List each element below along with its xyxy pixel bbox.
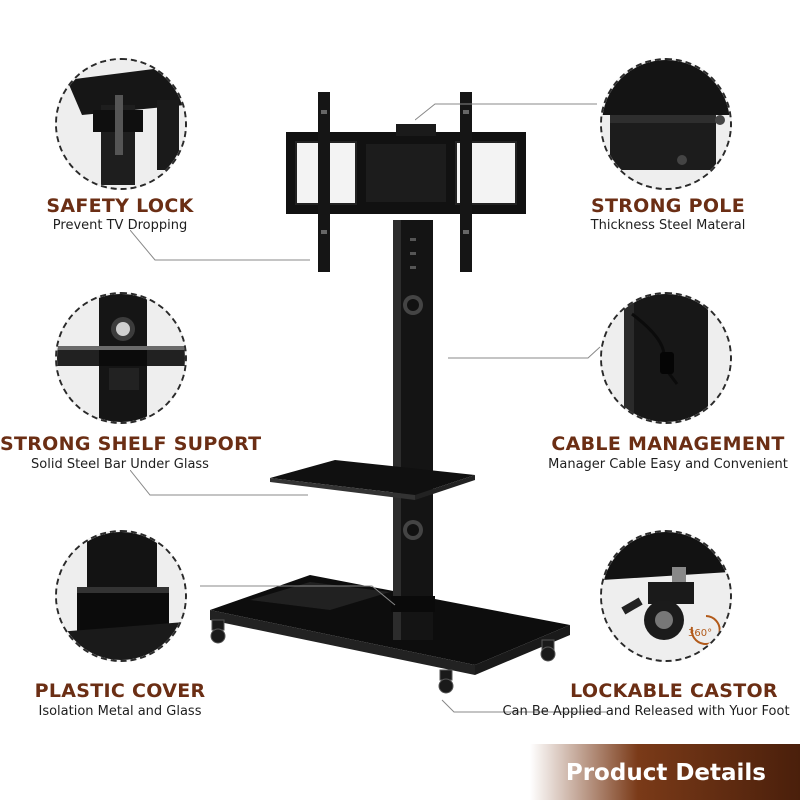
shelf-support-closeup bbox=[55, 292, 187, 424]
safety-lock-subtitle: Prevent TV Dropping bbox=[52, 218, 188, 233]
safety-lock-closeup bbox=[55, 58, 187, 190]
castor-closeup: 360° bbox=[600, 530, 732, 662]
rotation-360-badge: 360° bbox=[688, 628, 712, 639]
shelf-support-subtitle: Solid Steel Bar Under Glass bbox=[31, 457, 209, 472]
plastic-cover-subtitle: Isolation Metal and Glass bbox=[38, 704, 202, 719]
product-details-label: Product Details bbox=[565, 760, 766, 786]
lockable-castor-subtitle: Can Be Applied and Released with Yuor Fo… bbox=[502, 704, 790, 719]
leader-line-lockable-castor bbox=[441, 699, 608, 713]
cable-management-title: CABLE MANAGEMENT bbox=[551, 433, 785, 455]
plastic-cover-title: PLASTIC COVER bbox=[34, 680, 206, 702]
shelf-support-title: STRONG SHELF SUPORT bbox=[0, 433, 262, 455]
safety-lock-title: SAFETY LOCK bbox=[46, 195, 194, 217]
strong-pole-subtitle: Thickness Steel Materal bbox=[590, 218, 746, 233]
leader-line-shelf-support bbox=[130, 470, 308, 496]
strong-pole-title: STRONG POLE bbox=[590, 195, 745, 217]
leader-line-cable-management bbox=[448, 346, 601, 359]
cable-management-subtitle: Manager Cable Easy and Convenient bbox=[548, 457, 788, 472]
leader-line-strong-pole bbox=[415, 103, 597, 121]
lockable-castor-title: LOCKABLE CASTOR bbox=[570, 680, 778, 702]
plastic-cover-closeup bbox=[55, 530, 187, 662]
leader-line-safety-lock bbox=[130, 230, 310, 261]
tv-stand-product-image bbox=[210, 92, 570, 694]
product-details-banner bbox=[530, 744, 800, 800]
cable-clip-closeup bbox=[600, 292, 732, 424]
leader-line-plastic-cover bbox=[200, 585, 396, 606]
pole-closeup bbox=[600, 58, 732, 190]
